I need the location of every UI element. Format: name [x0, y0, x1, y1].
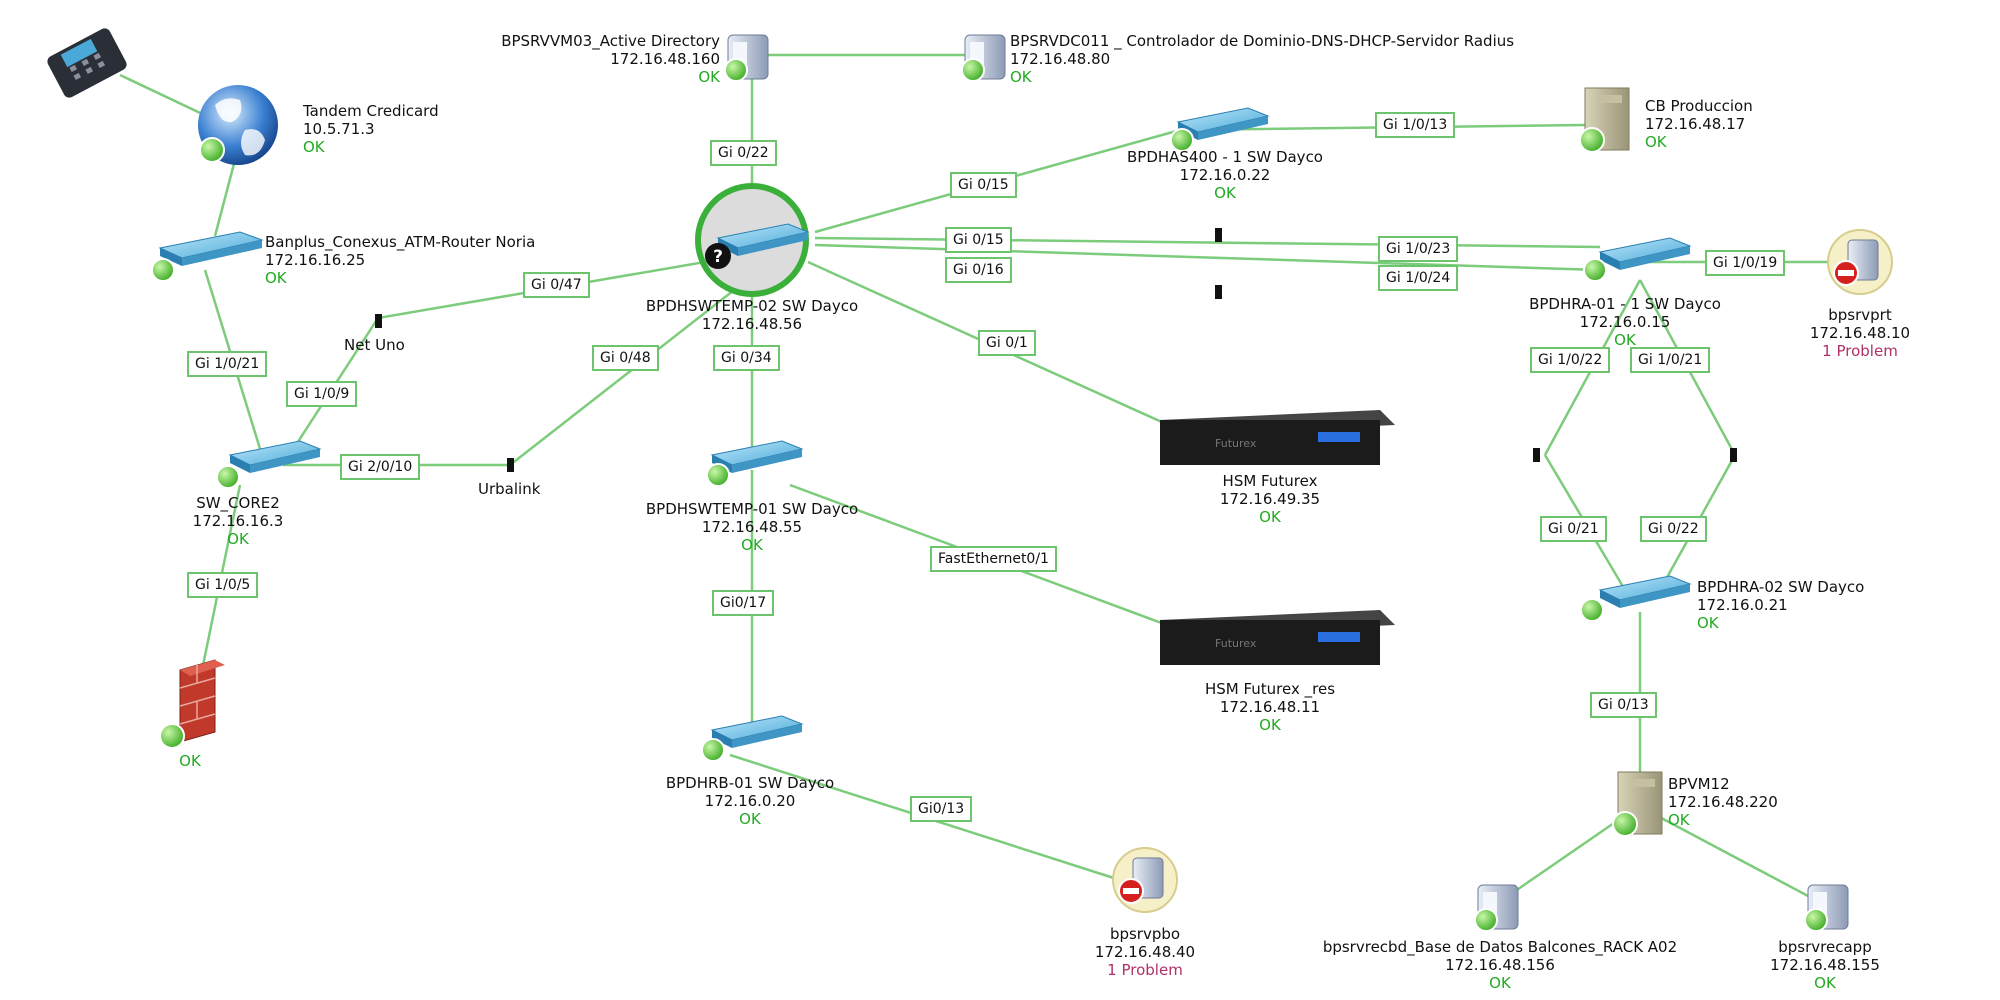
svg-text:Futurex: Futurex	[1215, 437, 1257, 450]
port-label[interactable]: Gi 0/22	[1640, 516, 1707, 542]
node-label-firewall[interactable]: OK	[179, 752, 201, 770]
hsm-appliance-icon[interactable]: Futurex	[1160, 610, 1395, 665]
server-icon[interactable]	[1474, 884, 1519, 932]
port-label[interactable]: Gi 0/16	[945, 257, 1012, 283]
port-label[interactable]: Gi 0/13	[1590, 692, 1657, 718]
server-problem-icon[interactable]	[1112, 847, 1178, 913]
node-label-temp01[interactable]: BPDHSWTEMP-01 SW Dayco 172.16.48.55 OK	[645, 500, 859, 554]
port-label[interactable]: Gi 0/15	[945, 227, 1012, 253]
tower-server-icon[interactable]	[1612, 771, 1663, 837]
port-label[interactable]: Gi 1/0/22	[1530, 347, 1611, 373]
node-label-bpdhrb01[interactable]: BPDHRB-01 SW Dayco 172.16.0.20 OK	[665, 774, 835, 828]
server-icon[interactable]	[1804, 884, 1849, 932]
node-label-ad[interactable]: BPSRVVM03_Active Directory 172.16.48.160…	[501, 32, 720, 86]
port-label[interactable]: Gi 1/0/24	[1378, 265, 1459, 291]
node-label-dc[interactable]: BPSRVDC011 _ Controlador de Dominio-DNS-…	[1010, 32, 1515, 86]
node-label-banplus[interactable]: Banplus_Conexus_ATM-Router Noria 172.16.…	[265, 233, 536, 287]
node-label-bpsrvpbo[interactable]: bpsrvpbo 172.16.48.40 1 Problem	[1094, 925, 1196, 979]
svg-text:?: ?	[713, 247, 723, 267]
port-label[interactable]: Gi 1/0/19	[1705, 250, 1786, 276]
port-label[interactable]: Gi 0/15	[950, 172, 1017, 198]
globe-icon[interactable]	[198, 85, 278, 165]
server-icon[interactable]	[724, 34, 769, 82]
node-label-tandem[interactable]: Tandem Credicard 10.5.71.3 OK	[303, 102, 439, 156]
port-label[interactable]: FastEthernet0/1	[930, 546, 1057, 572]
switch-icon[interactable]	[1170, 107, 1270, 152]
node-label-bpsrvprt[interactable]: bpsrvprt 172.16.48.10 1 Problem	[1809, 306, 1911, 360]
pos-terminal-icon[interactable]	[45, 26, 128, 99]
tower-server-icon[interactable]	[1579, 87, 1630, 153]
urbalink-label: Urbalink	[478, 480, 541, 498]
port-label[interactable]: Gi 1/0/21	[1630, 347, 1711, 373]
node-label-hsmres[interactable]: HSM Futurex _res 172.16.48.11 OK	[1204, 680, 1336, 734]
switch-unknown-icon[interactable]: ?	[695, 183, 810, 297]
urbalink-node	[507, 458, 514, 472]
switch-icon[interactable]	[1583, 237, 1692, 282]
port-label[interactable]: Gi 0/21	[1540, 516, 1607, 542]
port-label[interactable]: Gi0/13	[910, 796, 973, 822]
link-node-icon	[1533, 448, 1540, 462]
svg-text:Futurex: Futurex	[1215, 637, 1257, 650]
node-label-recapp[interactable]: bpsrvrecapp 172.16.48.155 OK	[1770, 938, 1880, 992]
switch-icon[interactable]	[706, 440, 804, 487]
net-uno-node	[375, 314, 382, 328]
node-label-cbprod[interactable]: CB Produccion 172.16.48.17 OK	[1645, 97, 1753, 151]
switch-icon[interactable]	[216, 440, 322, 489]
port-label[interactable]: Gi 2/0/10	[340, 454, 421, 480]
port-label[interactable]: Gi 0/47	[523, 272, 590, 298]
server-problem-icon[interactable]	[1827, 229, 1893, 295]
server-icon[interactable]	[961, 34, 1006, 82]
switch-icon[interactable]	[151, 231, 264, 282]
port-label[interactable]: Gi 0/22	[710, 140, 777, 166]
switch-icon[interactable]	[701, 715, 804, 762]
node-label-recbd[interactable]: bpsrvrecbd_Base de Datos Balcones_RACK A…	[1322, 938, 1678, 992]
port-label[interactable]: Gi 0/34	[713, 345, 780, 371]
node-label-has400[interactable]: BPDHAS400 - 1 SW Dayco 172.16.0.22 OK	[1126, 148, 1323, 202]
node-label-temp02[interactable]: BPDHSWTEMP-02 SW Dayco 172.16.48.56	[645, 297, 859, 333]
link-node-icon	[1215, 285, 1222, 299]
hsm-appliance-icon[interactable]: Futurex	[1160, 410, 1395, 465]
port-label[interactable]: Gi0/17	[712, 590, 775, 616]
node-label-hsm[interactable]: HSM Futurex 172.16.49.35 OK	[1219, 472, 1321, 526]
node-label-bpvm12[interactable]: BPVM12 172.16.48.220 OK	[1668, 775, 1778, 829]
node-label-core2[interactable]: SW_CORE2 172.16.16.3 OK	[192, 494, 284, 548]
port-label[interactable]: Gi 1/0/9	[286, 381, 358, 407]
net-uno-label: Net Uno	[344, 336, 405, 354]
port-label[interactable]: Gi 1/0/5	[187, 572, 259, 598]
link-node-icon	[1730, 448, 1737, 462]
switch-icon[interactable]	[1580, 575, 1692, 622]
port-label[interactable]: Gi 1/0/13	[1375, 112, 1456, 138]
firewall-icon[interactable]	[159, 659, 225, 749]
port-label[interactable]: Gi 0/1	[978, 330, 1036, 356]
node-label-bpdhra02[interactable]: BPDHRA-02 SW Dayco 172.16.0.21 OK	[1697, 578, 1865, 632]
port-label[interactable]: Gi 1/0/23	[1378, 236, 1459, 262]
port-label[interactable]: Gi 0/48	[592, 345, 659, 371]
node-label-bpdhra01[interactable]: BPDHRA-01 - 1 SW Dayco 172.16.0.15 OK	[1529, 295, 1721, 349]
port-label[interactable]: Gi 1/0/21	[187, 351, 268, 377]
link-node-icon	[1215, 228, 1222, 242]
